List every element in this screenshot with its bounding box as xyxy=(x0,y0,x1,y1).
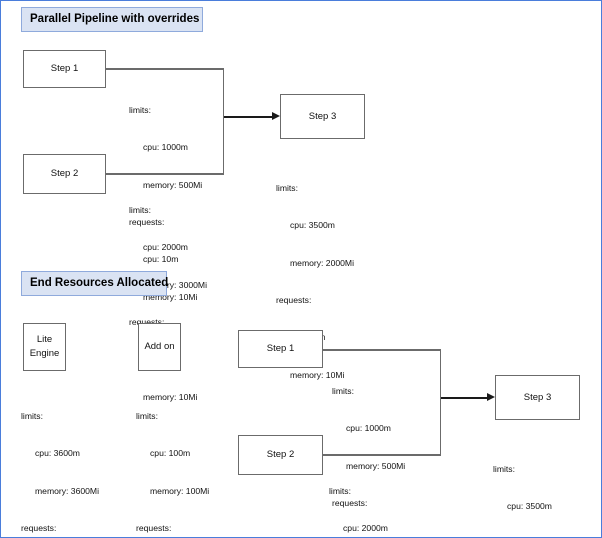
requests-label: requests: xyxy=(136,522,172,533)
requests-label: requests: xyxy=(21,522,57,533)
limits-memory: memory: 500Mi xyxy=(346,460,406,471)
node-label: Step 1 xyxy=(266,343,295,355)
limits-cpu: cpu: 2000m xyxy=(143,242,188,253)
limits-label: limits: xyxy=(129,204,151,215)
section-title-parallel-pipeline: Parallel Pipeline with overrides xyxy=(21,7,203,32)
spec-top-step1: limits: cpu: 1000m memory: 500Mi request… xyxy=(129,79,202,328)
requests-memory: memory: 10Mi xyxy=(143,391,198,402)
connector-top-vertical-bracket xyxy=(222,68,224,175)
spec-bottom-step3: limits: cpu: 3500m memory: 2000Mi reques… xyxy=(493,438,571,537)
node-label: Step 3 xyxy=(523,391,552,403)
requests-label: requests: xyxy=(332,497,368,508)
node-label: Step 2 xyxy=(50,168,79,180)
requests-cpu: cpu: 10m xyxy=(143,254,179,265)
limits-label: limits: xyxy=(21,410,43,421)
connector-top-step2-horizontal xyxy=(106,173,224,175)
spec-bottom-step1: limits: cpu: 1000m memory: 500Mi request… xyxy=(332,360,406,537)
limits-cpu: cpu: 1000m xyxy=(346,423,391,434)
connector-bottom-arrow-line xyxy=(441,397,487,399)
limits-label: limits: xyxy=(129,104,151,115)
node-label: Step 3 xyxy=(308,110,337,122)
limits-cpu: cpu: 3500m xyxy=(507,501,552,512)
connector-bottom-arrow-head xyxy=(487,393,495,402)
section-title-text: End Resources Allocated xyxy=(30,276,169,289)
section-title-end-resources-allocated: End Resources Allocated xyxy=(21,271,169,296)
node-label-line2: Engine xyxy=(29,348,60,359)
requests-label: requests: xyxy=(129,316,165,327)
requests-memory: memory: 10Mi xyxy=(290,369,345,380)
limits-memory: memory: 3600Mi xyxy=(35,485,99,496)
connector-top-step1-horizontal xyxy=(106,68,224,70)
limits-label: limits: xyxy=(276,182,298,193)
requests-label: requests: xyxy=(129,216,165,227)
requests-label: requests: xyxy=(276,294,312,305)
node-label: Add on xyxy=(144,341,175,353)
limits-cpu: cpu: 1000m xyxy=(143,142,188,153)
spec-lite-engine: limits: cpu: 3600m memory: 3600Mi reques… xyxy=(21,385,99,537)
connector-top-arrow-line xyxy=(224,116,272,118)
limits-cpu: cpu: 3600m xyxy=(35,448,80,459)
connector-bottom-step1-horizontal xyxy=(323,349,441,351)
connector-top-arrow-head xyxy=(272,112,280,121)
node-label-line1: Lite xyxy=(36,334,53,346)
limits-label: limits: xyxy=(136,410,158,421)
node-label: Step 2 xyxy=(266,449,295,461)
node-top-step2[interactable]: Step 2 xyxy=(23,154,106,194)
node-top-step1[interactable]: Step 1 xyxy=(23,50,106,88)
limits-cpu: cpu: 3500m xyxy=(290,220,335,231)
requests-cpu: cpu: 10m xyxy=(332,534,405,537)
connector-bottom-step2-horizontal xyxy=(323,454,441,456)
section-title-text: Parallel Pipeline with overrides xyxy=(30,12,200,25)
limits-label: limits: xyxy=(329,485,351,496)
limits-memory: memory: 2000Mi xyxy=(290,257,354,268)
node-bottom-step1[interactable]: Step 1 xyxy=(238,330,323,368)
limits-memory: memory: 500Mi xyxy=(143,179,203,190)
connector-bottom-vertical-bracket xyxy=(439,349,441,456)
spec-add-on: limits: cpu: 100m memory: 100Mi requests… xyxy=(136,385,210,537)
limits-label: limits: xyxy=(332,385,354,396)
limits-cpu: cpu: 100m xyxy=(150,448,191,459)
limits-memory: memory: 100Mi xyxy=(150,485,210,496)
node-bottom-step2[interactable]: Step 2 xyxy=(238,435,323,475)
requests-memory: memory: 10Mi xyxy=(143,291,198,302)
node-top-step3[interactable]: Step 3 xyxy=(280,94,365,139)
limits-label: limits: xyxy=(493,463,515,474)
node-add-on[interactable]: Add on xyxy=(138,323,181,371)
node-label: Step 1 xyxy=(50,63,79,75)
spec-bottom-step2: limits: cpu: 2000m memory: 3000Mi reques… xyxy=(329,460,407,537)
node-bottom-step3[interactable]: Step 3 xyxy=(495,375,580,420)
limits-cpu: cpu: 2000m xyxy=(343,523,388,534)
